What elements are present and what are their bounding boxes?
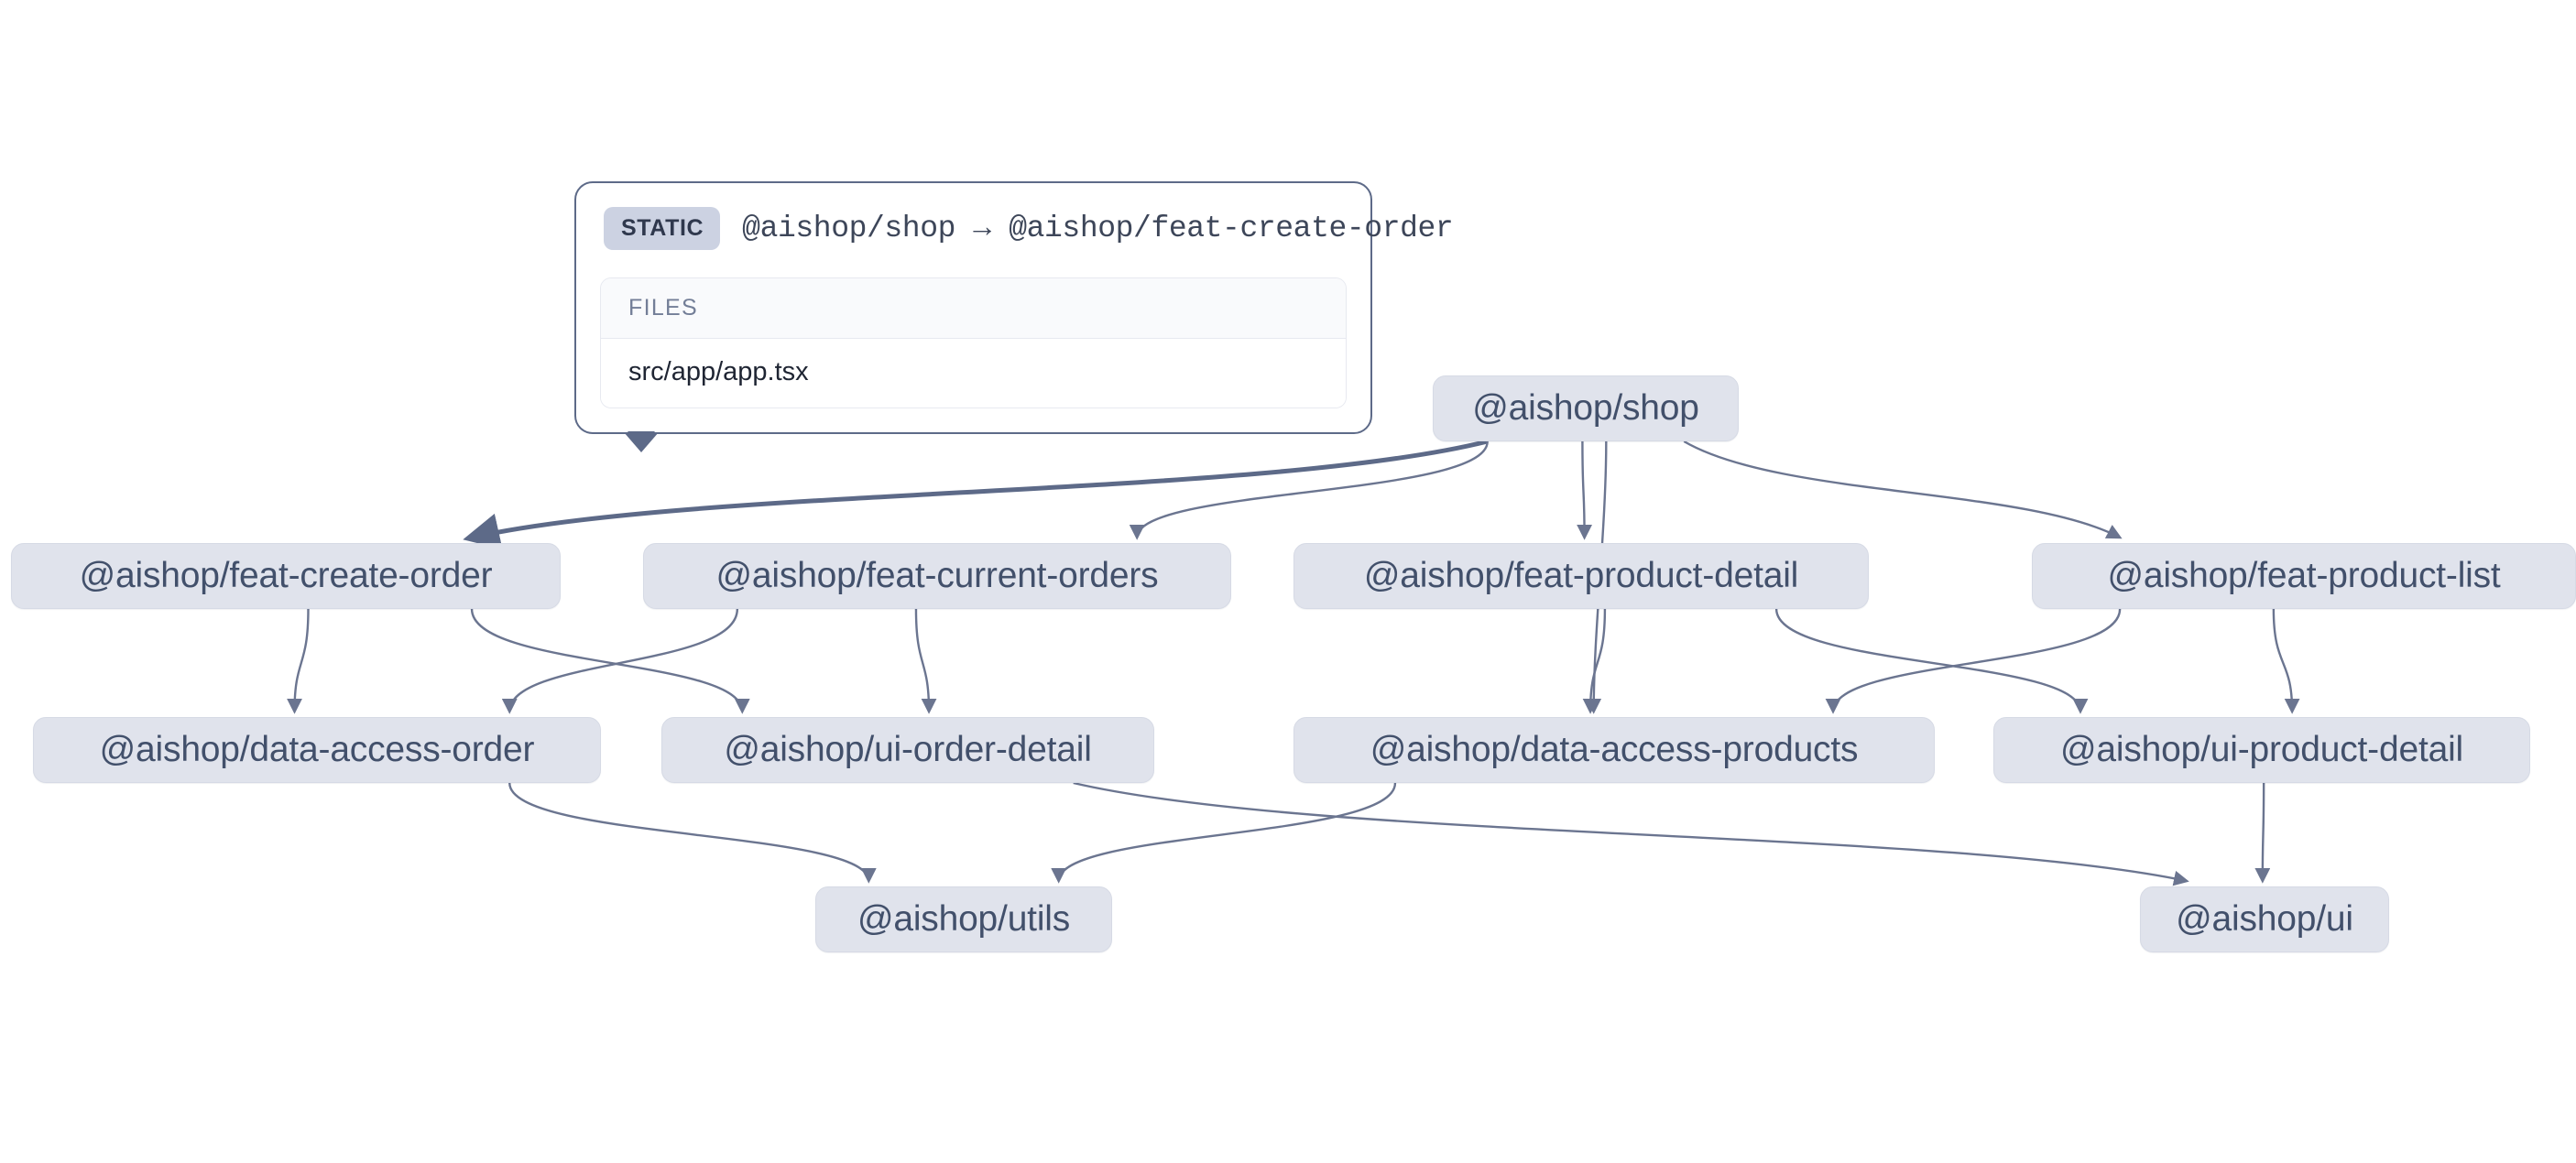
graph-edge[interactable] [1051, 782, 1397, 884]
edge-detail-tooltip: STATIC @aishop/shop → @aishop/feat-creat… [574, 181, 1454, 452]
graph-node-utils[interactable]: @aishop/utils [815, 886, 1112, 952]
graph-node-label: @aishop/feat-product-detail [1363, 556, 1799, 595]
file-path: src/app/app.tsx [628, 357, 809, 386]
graph-edge[interactable] [1577, 440, 1592, 540]
graph-edge[interactable] [501, 608, 739, 714]
graph-node-shop[interactable]: @aishop/shop [1433, 375, 1739, 441]
graph-edge[interactable] [1683, 440, 2123, 539]
graph-edge[interactable] [463, 439, 1489, 549]
files-section-label: FILES [628, 295, 698, 321]
graph-node-feat-product-detail[interactable]: @aishop/feat-product-detail [1293, 543, 1869, 609]
dependency-type-badge: STATIC [604, 207, 721, 250]
graph-edge[interactable] [2272, 608, 2300, 714]
graph-edge[interactable] [1774, 608, 2089, 714]
graph-edge[interactable] [1582, 608, 1607, 714]
graph-edge[interactable] [1825, 608, 2122, 714]
graph-edge[interactable] [470, 608, 750, 714]
files-section: FILES src/app/app.tsx [600, 277, 1347, 408]
graph-node-feat-current-orders[interactable]: @aishop/feat-current-orders [643, 543, 1231, 609]
graph-node-label: @aishop/utils [857, 899, 1071, 939]
graph-edge[interactable] [287, 608, 310, 714]
graph-node-label: @aishop/ui-order-detail [724, 730, 1092, 769]
files-section-header: FILES [601, 278, 1346, 339]
graph-node-data-access-products[interactable]: @aishop/data-access-products [1293, 717, 1935, 783]
dependency-title: @aishop/shop → @aishop/feat-create-order [742, 212, 1454, 245]
graph-edge[interactable] [1073, 781, 2189, 886]
graph-node-label: @aishop/shop [1472, 388, 1699, 428]
graph-node-ui[interactable]: @aishop/ui [2140, 886, 2389, 952]
graph-node-feat-product-list[interactable]: @aishop/feat-product-list [2032, 543, 2576, 609]
graph-node-ui-product-detail[interactable]: @aishop/ui-product-detail [1993, 717, 2530, 783]
file-list-item[interactable]: src/app/app.tsx [601, 339, 1346, 408]
graph-node-feat-create-order[interactable]: @aishop/feat-create-order [11, 543, 561, 609]
graph-edge[interactable] [508, 782, 877, 884]
graph-node-label: @aishop/feat-product-list [2107, 556, 2501, 595]
graph-node-data-access-order[interactable]: @aishop/data-access-order [33, 717, 601, 783]
graph-node-label: @aishop/feat-current-orders [715, 556, 1159, 595]
graph-node-label: @aishop/data-access-order [99, 730, 535, 769]
graph-edge[interactable] [914, 608, 937, 714]
tooltip-header: STATIC @aishop/shop → @aishop/feat-creat… [600, 205, 1454, 254]
graph-node-label: @aishop/ui [2176, 899, 2353, 939]
graph-edge[interactable] [2254, 782, 2271, 884]
graph-node-ui-order-detail[interactable]: @aishop/ui-order-detail [661, 717, 1154, 783]
graph-node-label: @aishop/feat-create-order [79, 556, 493, 595]
graph-edge[interactable] [1129, 440, 1489, 540]
graph-node-label: @aishop/ui-product-detail [2060, 730, 2463, 769]
graph-node-label: @aishop/data-access-products [1370, 730, 1859, 769]
